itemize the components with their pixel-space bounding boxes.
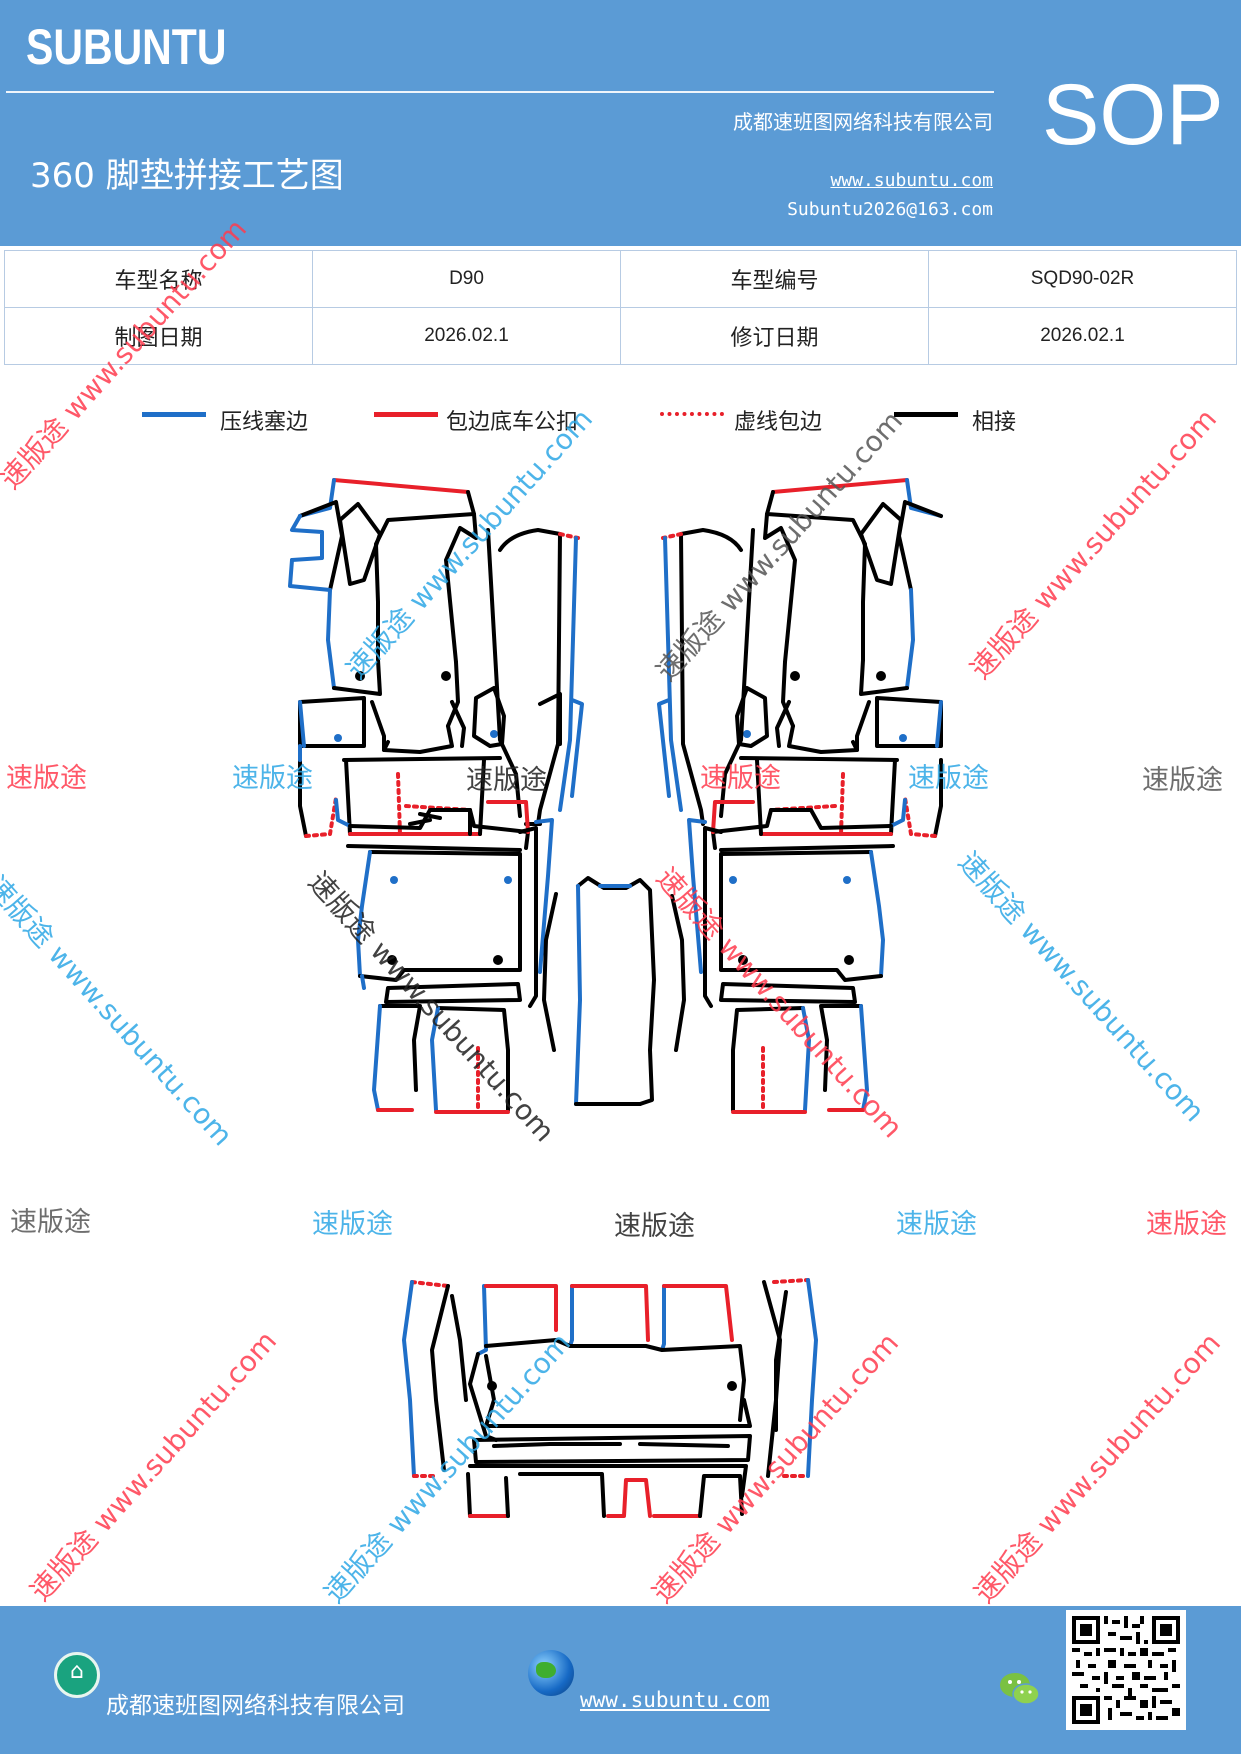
model-code-label: 车型编号 (620, 250, 929, 308)
brand-logo-text: SUBUNTU (26, 19, 227, 75)
home-icon (54, 1652, 100, 1698)
document-title: 360 脚垫拼接工艺图 (30, 156, 344, 196)
footer-company-name: 成都速班图网络科技有限公司 (106, 1693, 405, 1719)
front-left-mat (288, 478, 584, 838)
header-website-link[interactable]: www.subuntu.com (830, 170, 993, 191)
table-row: 车型名称 D90 车型编号 SQD90-02R (4, 250, 1237, 308)
floor-mat-diagram: .k { stroke: #000; stroke-width: 4; fill… (288, 478, 943, 1518)
page-header: SUBUNTU 成都速班图网络科技有限公司 360 脚垫拼接工艺图 www.su… (0, 0, 1241, 246)
table-row: 制图日期 2026.02.1 修订日期 2026.02.1 (4, 307, 1237, 365)
header-divider (6, 91, 994, 93)
revision-date-label: 修订日期 (620, 307, 929, 365)
front-right-mat (657, 478, 943, 838)
wechat-icon (1000, 1673, 1040, 1705)
legend-label: 压线塞边 (220, 410, 309, 435)
legend-swatch-wrap-edge (374, 412, 438, 417)
drawing-date-label: 制图日期 (4, 307, 313, 365)
legend-label: 相接 (972, 410, 1017, 435)
model-name-label: 车型名称 (4, 250, 313, 308)
legend-swatch-dotted-wrap (660, 412, 724, 416)
qr-code-icon (1072, 1616, 1180, 1724)
page-footer: 成都速班图网络科技有限公司 www.subuntu.com (0, 1606, 1241, 1754)
second-row-left-mat (334, 798, 554, 1114)
legend-label: 包边底车公扣 (446, 410, 579, 435)
second-row-right-mat (687, 798, 907, 1114)
vehicle-info-table: 车型名称 D90 车型编号 SQD90-02R 制图日期 2026.02.1 修… (4, 250, 1237, 365)
footer-website-link[interactable]: www.subuntu.com (580, 1688, 770, 1712)
globe-icon (528, 1650, 574, 1696)
third-row-mat (402, 1278, 818, 1518)
legend-swatch-pressed-seam (142, 412, 206, 417)
revision-date-value: 2026.02.1 (928, 307, 1237, 365)
header-company-name: 成都速班图网络科技有限公司 (733, 110, 993, 134)
header-email: Subuntu2026@163.com (787, 199, 993, 220)
model-name-value: D90 (312, 250, 621, 308)
sop-label: SOP (1042, 67, 1224, 163)
legend-swatch-joint (894, 412, 958, 417)
legend-label: 虚线包边 (734, 410, 823, 435)
model-code-value: SQD90-02R (928, 250, 1237, 308)
qr-code (1066, 1610, 1186, 1730)
center-strip-mat (542, 876, 686, 1106)
drawing-date-value: 2026.02.1 (312, 307, 621, 365)
edge-legend: 压线塞边 包边底车公扣 虚线包边 相接 (0, 402, 1241, 438)
